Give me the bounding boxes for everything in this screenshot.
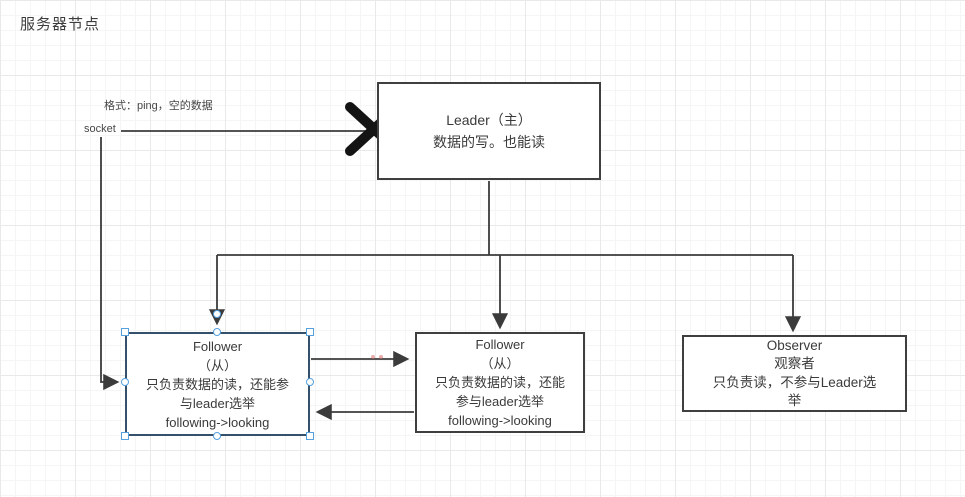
format-note-label[interactable]: 格式：ping，空的数据: [104, 100, 213, 112]
follower1-line-3: 只负责数据的读，还能参: [145, 376, 289, 392]
follower2-line-3: 只负责数据的读，还能: [434, 375, 565, 390]
page-title[interactable]: 服务器节点: [20, 16, 101, 33]
leader-line-2: 数据的写。也能读: [433, 134, 545, 150]
red-dot-2: [379, 355, 383, 359]
leader-line-1: Leader（主）: [446, 112, 532, 128]
follower1-line-1: Follower: [192, 338, 243, 354]
follower2-line-1: Follower: [475, 337, 525, 352]
selection-handle-ne[interactable]: [306, 328, 314, 336]
observer-line-1: Observer: [766, 337, 823, 353]
node-observer[interactable]: Observer 观察者 只负责读，不参与Leader选 举: [682, 335, 907, 412]
selection-handle-sw[interactable]: [121, 432, 129, 440]
edge-endpoint-handle[interactable]: [213, 310, 221, 318]
follower1-line-4: 与leader选举: [179, 395, 256, 411]
node-leader[interactable]: Leader（主） 数据的写。也能读: [377, 82, 601, 180]
socket-label[interactable]: socket: [84, 123, 116, 135]
selection-handle-bottom[interactable]: [213, 432, 221, 440]
observer-line-2: 观察者: [774, 356, 815, 371]
red-dot-1: [371, 355, 375, 359]
observer-line-4: 举: [787, 393, 802, 408]
follower2-line-5: following->looking: [448, 413, 552, 428]
follower2-line-4: 参与leader选举: [455, 394, 545, 409]
follower1-line-2: （从）: [197, 357, 237, 373]
observer-line-3: 只负责读，不参与Leader选: [712, 374, 877, 390]
selection-handle-right[interactable]: [306, 378, 314, 386]
follower2-line-2: （从）: [480, 356, 520, 371]
selection-handle-left[interactable]: [121, 378, 129, 386]
selection-handle-top[interactable]: [213, 328, 221, 336]
node-follower-1[interactable]: Follower （从） 只负责数据的读，还能参 与leader选举 follo…: [125, 332, 310, 436]
selection-handle-se[interactable]: [306, 432, 314, 440]
edge-socket-to-follower1[interactable]: [100, 137, 120, 391]
follower1-line-5: following->looking: [165, 414, 270, 430]
selection-handle-nw[interactable]: [121, 328, 129, 336]
node-follower-2[interactable]: Follower （从） 只负责数据的读，还能 参与leader选举 follo…: [415, 332, 585, 433]
